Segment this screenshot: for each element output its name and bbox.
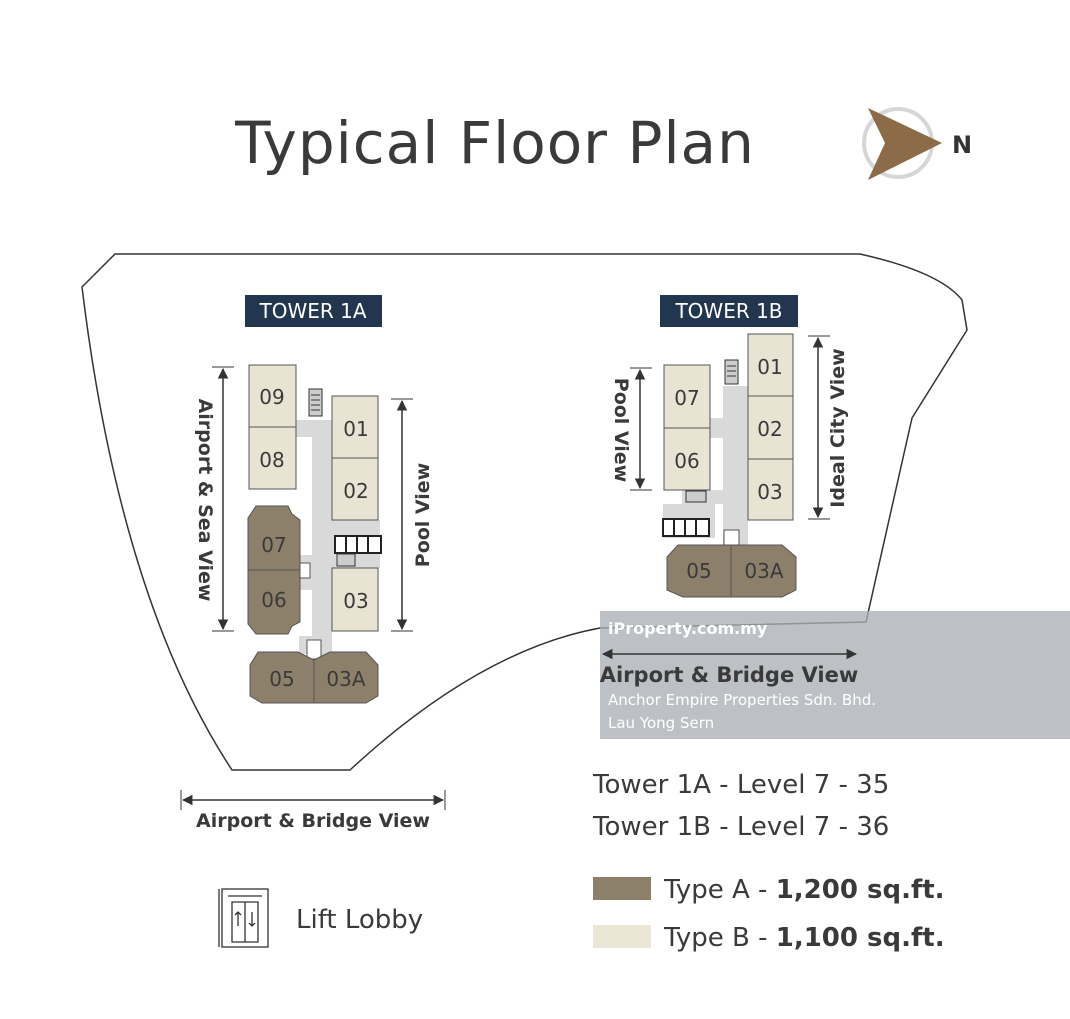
level-info-1b: Tower 1B - Level 7 - 36: [592, 812, 889, 842]
site-boundary: [81, 253, 968, 771]
unit-1a-02[interactable]: 02: [331, 457, 379, 521]
stair-icon: [308, 388, 323, 417]
svg-text:06: 06: [261, 588, 286, 612]
view-label-ideal-city: Ideal City View: [827, 348, 849, 507]
svg-text:06: 06: [674, 449, 699, 473]
svg-text:08: 08: [259, 448, 284, 472]
page-title: Typical Floor Plan: [234, 109, 755, 177]
unit-1b-06[interactable]: 06: [663, 427, 711, 491]
svg-text:03A: 03A: [744, 559, 783, 583]
unit-1a-08[interactable]: 08: [248, 426, 297, 490]
unit-1b-02[interactable]: 02: [747, 395, 794, 460]
unit-1b-03a[interactable]: 03A: [730, 544, 797, 598]
svg-text:05: 05: [269, 667, 294, 691]
unit-1a-07[interactable]: 07: [247, 505, 301, 571]
svg-text:03: 03: [343, 589, 368, 613]
svg-text:03: 03: [757, 480, 782, 504]
stair-icon: [724, 359, 739, 385]
unit-1a-06[interactable]: 06: [247, 569, 301, 635]
svg-text:01: 01: [757, 355, 782, 379]
view-label-airport-bridge-site: Airport & Bridge View: [196, 810, 430, 832]
svg-text:01: 01: [343, 417, 368, 441]
watermark-agent: Lau Yong Sern: [608, 714, 715, 732]
legend-swatch-type-a: [593, 877, 651, 900]
lift-lobby-label: Lift Lobby: [296, 905, 423, 935]
tower-1b-label-bg: [660, 295, 798, 327]
view-label-pool-1a: Pool View: [412, 463, 434, 567]
view-label-pool-1b: Pool View: [610, 378, 632, 482]
view-label-airport-sea: Airport & Sea View: [194, 399, 216, 602]
tower-1a: TOWER 1A 09 08 07 06 01 02 03 05 03A Air…: [194, 295, 434, 704]
lift-icon: [334, 535, 382, 567]
legend-type-b: Type B - 1,100 sq.ft.: [663, 923, 945, 953]
tower-1a-label: TOWER 1A: [258, 299, 366, 323]
tower-1b-label: TOWER 1B: [674, 299, 782, 323]
north-arrow-icon: [862, 107, 942, 180]
legend-type-a: Type A - 1,200 sq.ft.: [663, 875, 945, 905]
svg-text:05: 05: [686, 559, 711, 583]
watermark: iProperty.com.my Anchor Empire Propertie…: [600, 611, 1070, 739]
svg-text:03A: 03A: [326, 667, 365, 691]
svg-text:02: 02: [343, 479, 368, 503]
tower-1a-label-bg: [245, 295, 382, 327]
svg-text:07: 07: [674, 386, 699, 410]
unit-1b-03[interactable]: 03: [747, 458, 794, 521]
level-info-1a: Tower 1A - Level 7 - 35: [592, 770, 889, 800]
unit-1a-01[interactable]: 01: [331, 395, 379, 459]
unit-1b-01[interactable]: 01: [747, 333, 794, 397]
unit-1a-05[interactable]: 05: [249, 651, 315, 704]
unit-1b-07[interactable]: 07: [663, 364, 711, 429]
svg-text:07: 07: [261, 533, 286, 557]
unit-1a-03a[interactable]: 03A: [313, 651, 379, 704]
svg-text:02: 02: [757, 417, 782, 441]
watermark-brand: iProperty.com.my: [608, 619, 768, 638]
tower-1b: TOWER 1B 07 06 01 02 03 05 03A Pool View…: [610, 295, 849, 598]
unit-1a-09[interactable]: 09: [248, 364, 297, 428]
unit-1a-03[interactable]: 03: [331, 567, 379, 632]
lift-lobby-icon: [218, 888, 269, 948]
unit-1b-05[interactable]: 05: [666, 544, 732, 598]
legend-swatch-type-b: [593, 925, 651, 948]
svg-text:09: 09: [259, 385, 284, 409]
watermark-agency: Anchor Empire Properties Sdn. Bhd.: [608, 691, 876, 709]
compass-label: N: [952, 131, 972, 159]
lift-icon: [662, 490, 710, 537]
